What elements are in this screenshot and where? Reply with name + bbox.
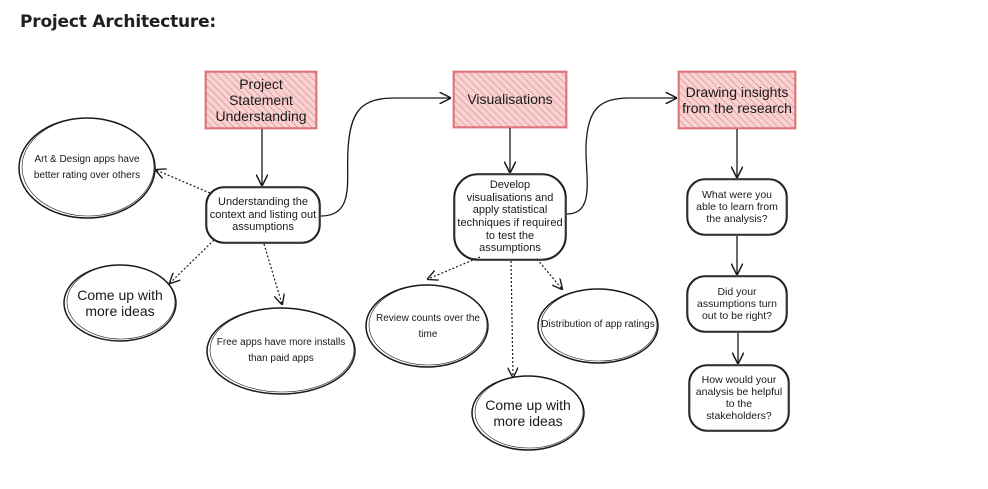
process-node-understanding-context bbox=[205, 186, 321, 244]
ellipse-free-apps bbox=[206, 307, 356, 395]
arrow-dotted-icon bbox=[156, 170, 211, 194]
ellipse-review-counts bbox=[365, 284, 489, 368]
page-title: Project Architecture: bbox=[20, 12, 217, 32]
process-node-assumptions-right bbox=[686, 275, 788, 333]
header-box-drawing-insights bbox=[677, 70, 797, 130]
process-node-develop-visualisations bbox=[453, 173, 567, 261]
ellipse-art-design-apps bbox=[18, 117, 156, 219]
ellipse-come-up-ideas-2 bbox=[471, 375, 585, 451]
arrow-solid-icon bbox=[566, 98, 676, 215]
process-node-helpful-to-stakeholders bbox=[688, 364, 790, 432]
arrow-solid-icon bbox=[320, 98, 450, 217]
arrow-dotted-icon bbox=[536, 258, 562, 289]
header-box-project-statement bbox=[204, 70, 318, 130]
arrow-dotted-icon bbox=[263, 243, 282, 304]
ellipse-distribution-ratings bbox=[537, 288, 659, 364]
arrow-dotted-icon bbox=[428, 256, 481, 279]
process-node-learn-from-analysis bbox=[686, 178, 788, 236]
arrow-dotted-icon bbox=[170, 239, 215, 283]
ellipse-come-up-ideas-1 bbox=[63, 264, 177, 342]
header-box-visualisations bbox=[452, 70, 568, 129]
arrow-dotted-icon bbox=[511, 260, 513, 377]
